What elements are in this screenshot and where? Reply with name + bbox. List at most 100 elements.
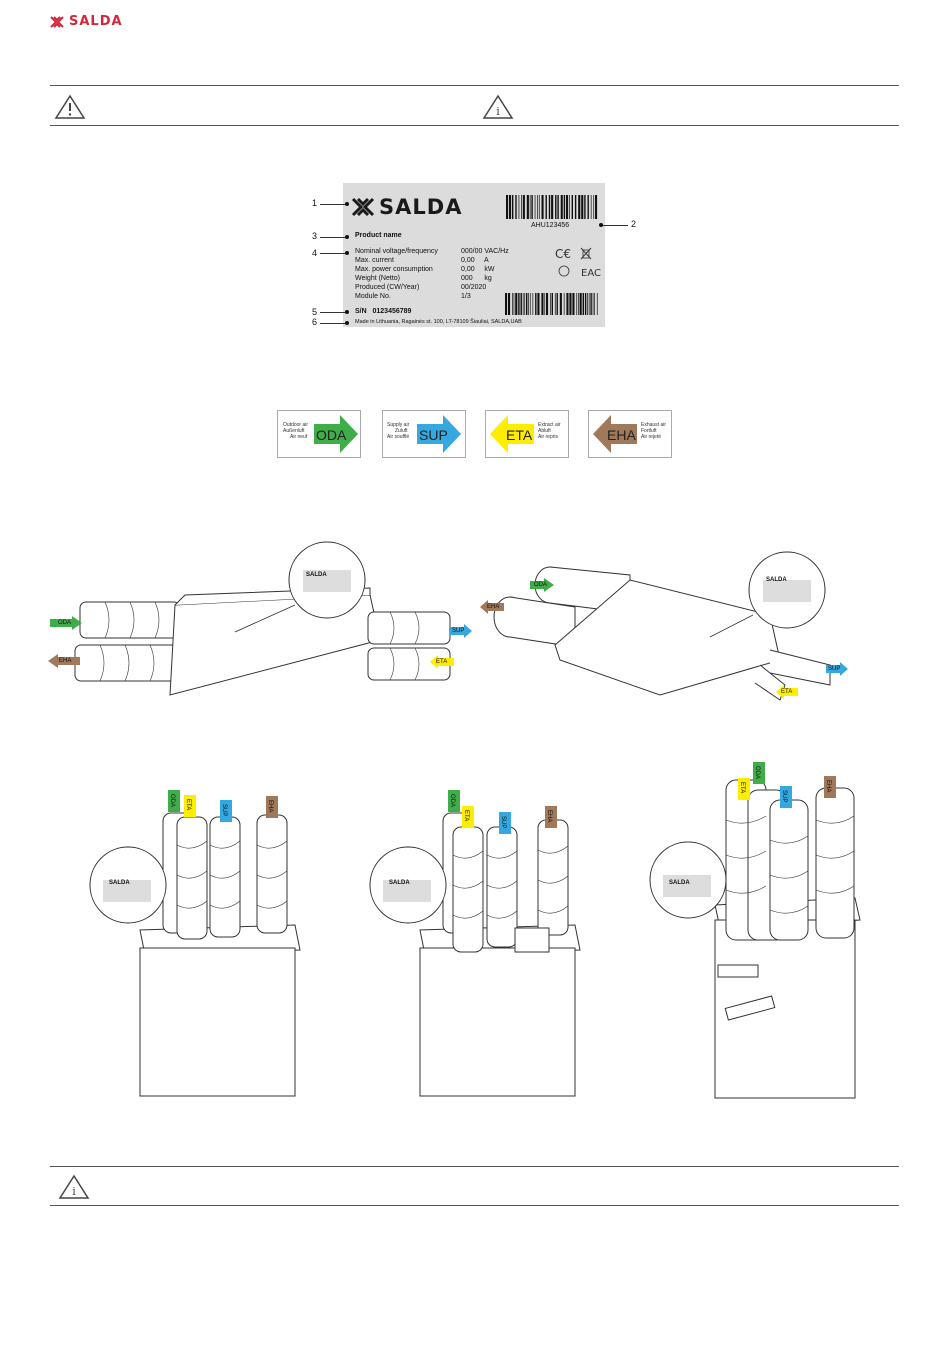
zoom-brand: SALDA [669, 880, 690, 886]
sup-arrow-icon [450, 624, 472, 638]
air-code: SUP [500, 816, 506, 829]
vertical-unit-drawing-1 [89, 812, 301, 1097]
sup-arrow-icon [780, 786, 792, 808]
spec-value: 000/00 VAC/Hz [461, 248, 509, 255]
spec-value: 000 kg [461, 275, 492, 282]
air-code: EHA [267, 800, 273, 813]
oda-arrow-icon [530, 578, 554, 592]
callout-dot [345, 251, 349, 255]
callout-dot [345, 202, 349, 206]
certification-marks-icon: C€ EAC [555, 247, 601, 279]
vertical-unit-drawing-2 [369, 812, 581, 1097]
eha-arrow-icon [545, 806, 557, 828]
sup-arrow-icon [220, 800, 232, 822]
arrow-right-icon [417, 415, 461, 453]
callout-number: 4 [312, 248, 318, 258]
barcode-id: AHU123456 [531, 222, 570, 229]
spec-value: 00/2020 [461, 284, 487, 291]
air-code: EHA [546, 810, 552, 823]
air-line: Außenluft [283, 428, 305, 434]
spec-label: Max. power consumption [355, 266, 433, 273]
oda-arrow-icon [448, 790, 460, 812]
divider [50, 1205, 899, 1206]
air-code: ODA [534, 582, 548, 588]
callout-dot [345, 310, 349, 314]
spec-value: 1/3 [461, 293, 471, 300]
air-line: Air rejeté [641, 434, 662, 440]
callout-line [320, 204, 347, 205]
sup-arrow-icon [499, 812, 511, 834]
spec-value: 0,00 A [461, 257, 489, 264]
oda-arrow-icon [753, 762, 765, 784]
eta-arrow-icon [738, 778, 750, 800]
air-code: ETA [506, 427, 533, 443]
air-code: ODA [754, 766, 760, 780]
spec-value: 0,00 kW [461, 266, 495, 273]
zoom-brand: SALDA [766, 577, 787, 583]
nameplate: SALDA AHU123456 Product name Nominal vol… [343, 183, 605, 327]
barcode [505, 293, 598, 315]
eta-arrow-icon [462, 806, 474, 828]
arrow-left-icon [490, 415, 534, 453]
sup-arrow-icon [826, 662, 848, 676]
zoom-brand: SALDA [306, 572, 327, 578]
divider [50, 85, 899, 86]
arrow-left-icon [593, 415, 637, 453]
callout-line [320, 312, 347, 313]
divider [50, 1166, 899, 1167]
air-line: Fortluft [641, 428, 657, 434]
eha-arrow-icon [48, 654, 80, 668]
info-triangle-icon: i [482, 94, 514, 119]
callout-dot [345, 321, 349, 325]
air-type-eha: EHA Exhaust air Fortluft Air rejeté [588, 410, 672, 458]
callout-number: 2 [631, 219, 637, 229]
air-code: ODA [169, 794, 175, 808]
air-code: ODA [316, 427, 347, 443]
zoom-brand: SALDA [389, 880, 410, 886]
air-code: ETA [463, 810, 469, 822]
callout-dot [599, 223, 603, 227]
eta-arrow-icon [430, 655, 454, 669]
callout-line [320, 237, 347, 238]
air-code: ODA [449, 794, 455, 808]
spec-label: Module No. [355, 293, 391, 300]
callout-number: 6 [312, 317, 318, 327]
product-name: Product name [355, 232, 402, 239]
air-line: Exhaust air [641, 422, 667, 428]
divider [50, 125, 899, 126]
salda-logo-icon [351, 197, 375, 217]
serial-number: S/N 0123456789 [355, 308, 412, 315]
air-code: ETA [781, 689, 793, 695]
air-code: EHA [59, 658, 72, 664]
callout-number: 5 [312, 307, 318, 317]
spec-label: Nominal voltage/frequency [355, 248, 438, 255]
air-code: SUP [452, 628, 465, 634]
spec-label: Max. current [355, 257, 394, 264]
air-code: EHA [825, 780, 831, 793]
callout-number: 1 [312, 198, 318, 208]
horizontal-unit-drawing-1 [74, 541, 451, 696]
svg-text:C€: C€ [555, 247, 571, 261]
callout-number: 3 [312, 231, 318, 241]
callout-line [320, 323, 347, 324]
air-code: ETA [185, 799, 191, 811]
zoom-brand: SALDA [109, 880, 130, 886]
air-code: SUP [221, 804, 227, 817]
air-line: Air soufflé [387, 434, 410, 440]
svg-text:i: i [72, 1185, 76, 1198]
oda-arrow-icon [168, 790, 180, 812]
eta-arrow-icon [776, 685, 798, 699]
air-line: Air neuf [290, 434, 308, 440]
air-line: Abluft [538, 428, 551, 434]
air-code: SUP [419, 427, 448, 443]
brand-name: SALDA [69, 14, 123, 29]
air-code: ETA [739, 782, 745, 794]
brand-logo: SALDA [50, 14, 123, 29]
svg-text:EAC: EAC [581, 268, 601, 279]
callout-line [320, 253, 347, 254]
barcode [506, 195, 598, 219]
spec-label: Weight (Netto) [355, 275, 400, 282]
warning-triangle-icon [54, 94, 86, 119]
air-type-eta: ETA Extract air Abluft Air repris [485, 410, 569, 458]
eha-arrow-icon [480, 600, 504, 614]
